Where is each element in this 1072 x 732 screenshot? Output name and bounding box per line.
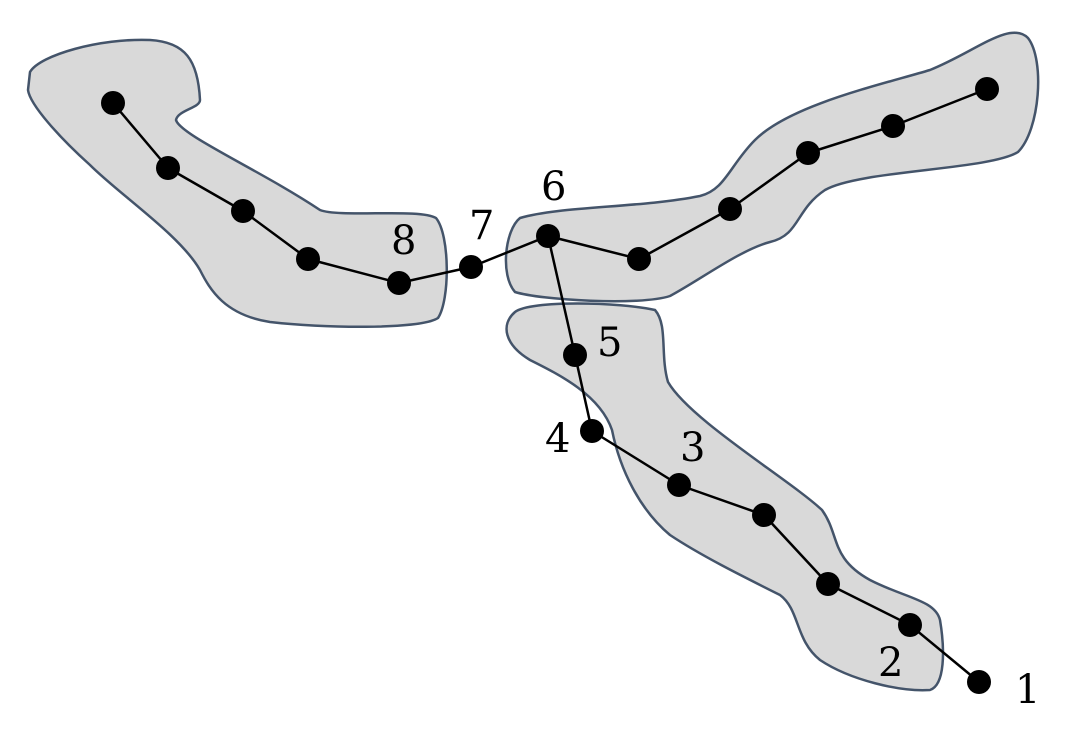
node-8 [387, 271, 411, 295]
label-node-4: 4 [545, 416, 570, 462]
node-1 [967, 670, 991, 694]
label-node-1: 1 [1015, 667, 1040, 713]
region-left-cluster [26, 38, 448, 328]
node-right-e [975, 77, 999, 101]
node-bottom-a [752, 503, 776, 527]
label-node-6: 6 [541, 164, 566, 210]
label-node-5: 5 [597, 320, 622, 366]
label-node-7: 7 [469, 203, 494, 249]
region-right-cluster [504, 31, 1040, 303]
node-left-b [156, 156, 180, 180]
node-6 [536, 224, 560, 248]
node-right-c [796, 141, 820, 165]
node-left-d [296, 247, 320, 271]
node-2 [898, 613, 922, 637]
right-chain-line [546, 87, 989, 261]
node-5 [563, 343, 587, 367]
label-node-8: 8 [391, 218, 416, 264]
node-3 [667, 473, 691, 497]
label-node-3: 3 [680, 425, 705, 471]
node-bottom-b [816, 572, 840, 596]
label-node-2: 2 [878, 640, 903, 686]
node-7 [459, 255, 483, 279]
node-right-a [627, 247, 651, 271]
bottom-chain-line [546, 234, 981, 684]
node-right-b [718, 197, 742, 221]
node-4 [580, 419, 604, 443]
node-left-a [101, 91, 125, 115]
node-right-d [881, 114, 905, 138]
node-left-c [231, 199, 255, 223]
